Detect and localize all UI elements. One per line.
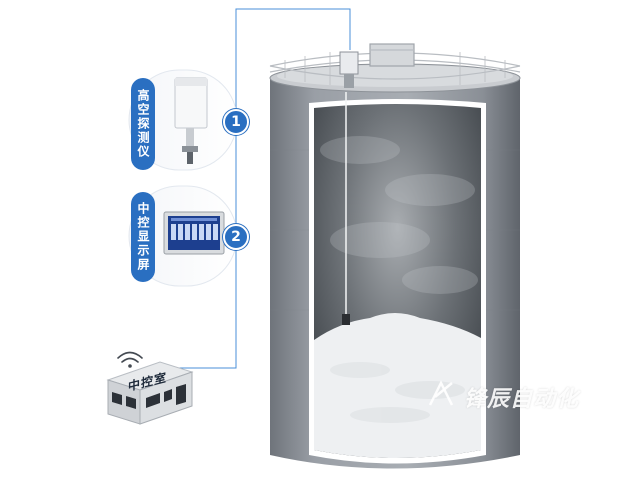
sensor-label: 高空探测仪	[131, 78, 155, 170]
sensor-number-badge: 1	[223, 109, 249, 135]
watermark: 锋辰自动化	[428, 381, 579, 413]
silo-cutaway	[309, 92, 486, 464]
connector-line-room	[170, 248, 237, 369]
display-number-badge: 2	[223, 224, 249, 250]
display-label: 中控显示屏	[131, 192, 155, 282]
touch-display-icon	[163, 211, 225, 255]
roof-railing	[269, 43, 521, 85]
roof-sensor-housing	[339, 51, 359, 75]
connector-lines	[170, 8, 351, 369]
watermark-logo-icon	[428, 380, 454, 406]
powder-pile	[314, 313, 481, 458]
control-room-building	[106, 351, 194, 425]
sensor-probe	[342, 314, 350, 325]
wifi-icon	[117, 351, 143, 368]
connector-line-sensor	[235, 8, 351, 109]
display-device-badge	[128, 185, 238, 287]
sensor-device-badge	[128, 69, 238, 171]
watermark-text: 锋辰自动化	[464, 387, 580, 412]
roof-sensor-mount	[344, 74, 354, 88]
radar-sensor-icon	[174, 77, 208, 164]
